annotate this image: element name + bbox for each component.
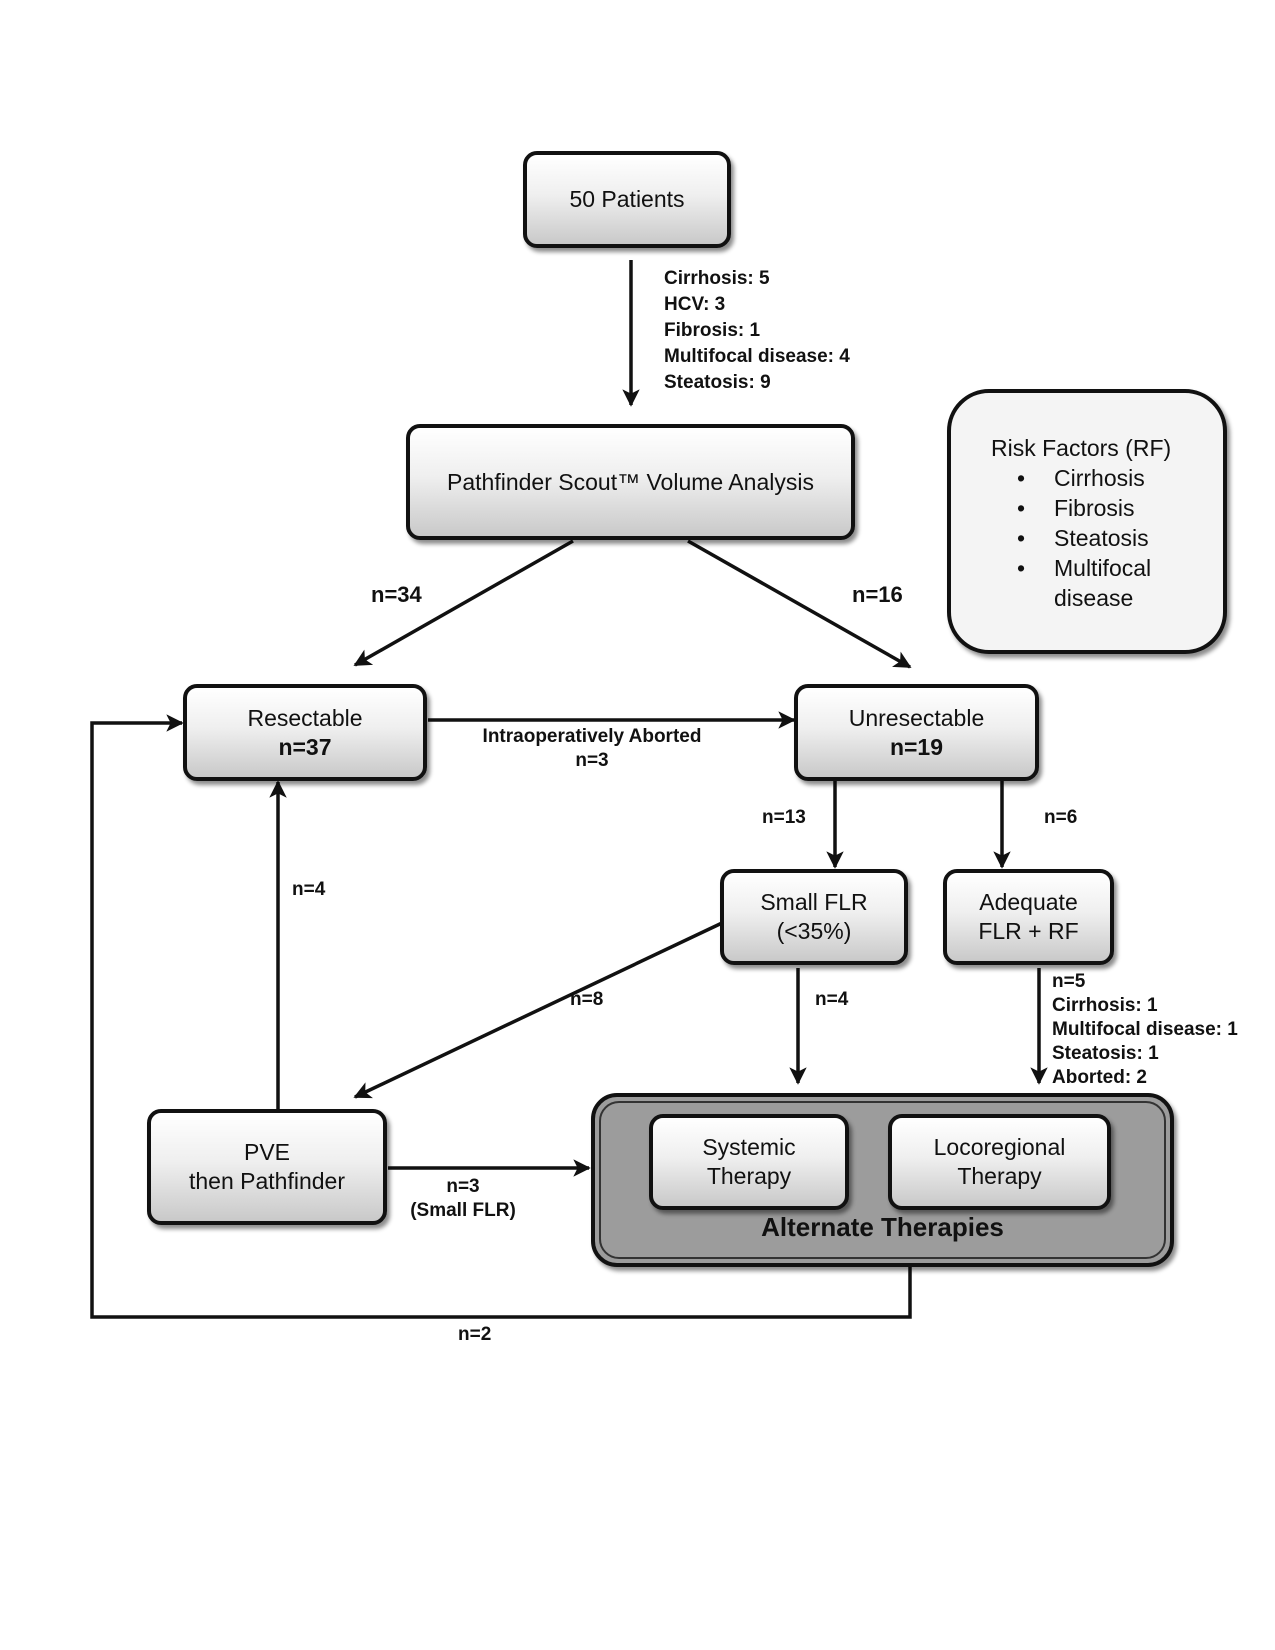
- patient-factor: HCV: 3: [664, 294, 726, 315]
- patient-factors-label: Cirrhosis: 5 HCV: 3 Fibrosis: 1 Multifoc…: [664, 266, 850, 396]
- node-locoregional-therapy-detail: Therapy: [957, 1163, 1042, 1189]
- arrow-pathfinder-to-resectable: [353, 539, 574, 667]
- adequate-factor: Cirrhosis: 1: [1052, 995, 1158, 1016]
- adequate-factors-label: n=5 Cirrhosis: 1 Multifocal disease: 1 S…: [1052, 970, 1238, 1090]
- risk-factor-item: Cirrhosis: [951, 463, 1201, 493]
- node-adequate-flr-label: Adequate: [979, 889, 1078, 915]
- patient-factor: Steatosis: 9: [664, 372, 771, 393]
- node-unresectable-count: n=19: [889, 733, 944, 760]
- node-unresectable: Unresectable n=19: [794, 684, 1039, 781]
- edge-label-pve-small: n=3 (Small FLR): [400, 1175, 526, 1223]
- risk-factor-item: Fibrosis: [951, 493, 1201, 523]
- node-systemic-therapy-detail: Therapy: [706, 1163, 792, 1189]
- node-resectable-label: Resectable: [247, 704, 363, 731]
- edge-label-n2: n=2: [458, 1324, 492, 1345]
- node-pve-detail: then Pathfinder: [188, 1168, 345, 1194]
- arrow-pathfinder-to-unresectable: [687, 539, 912, 669]
- node-resectable: Resectable n=37: [183, 684, 427, 781]
- edge-label-n16: n=16: [852, 582, 903, 607]
- edge-label-n8: n=8: [570, 989, 604, 1010]
- edge-label-n6: n=6: [1044, 807, 1078, 828]
- patient-factor: Cirrhosis: 5: [664, 268, 770, 289]
- node-pathfinder-analysis-label: Pathfinder Scout™ Volume Analysis: [447, 468, 814, 495]
- edge-label-n13: n=13: [762, 807, 806, 828]
- node-systemic-therapy-label: Systemic: [702, 1134, 796, 1160]
- node-resectable-count: n=37: [278, 733, 332, 760]
- adequate-factor: Aborted: 2: [1052, 1067, 1147, 1088]
- edge-label-n34: n=34: [371, 582, 422, 607]
- risk-factors-title: Risk Factors (RF): [991, 435, 1172, 461]
- adequate-factor: Multifocal disease: 1: [1052, 1019, 1238, 1040]
- edge-label-n4-small: n=4: [815, 989, 849, 1010]
- node-50-patients-label: 50 Patients: [569, 186, 685, 212]
- node-pve: PVE then Pathfinder: [147, 1109, 387, 1225]
- node-adequate-flr-detail: FLR + RF: [978, 918, 1079, 944]
- node-50-patients: 50 Patients: [523, 151, 731, 248]
- arrow-small-flr-to-pve: [353, 921, 723, 1099]
- node-systemic-therapy: Systemic Therapy: [649, 1114, 849, 1210]
- risk-factor-item: Multifocal: [951, 553, 1201, 583]
- node-locoregional-therapy: Locoregional Therapy: [888, 1114, 1111, 1210]
- risk-factors-box: Risk Factors (RF) Cirrhosis Fibrosis Ste…: [947, 389, 1227, 654]
- node-small-flr: Small FLR (<35%): [720, 869, 908, 965]
- edge-label-aborted-text: Intraoperatively Aborted: [482, 726, 702, 747]
- node-pve-label: PVE: [243, 1139, 291, 1165]
- adequate-factor: n=5: [1052, 971, 1086, 992]
- node-small-flr-threshold: (<35%): [776, 918, 852, 944]
- alternate-therapies-group: Systemic Therapy Locoregional Therapy Al…: [591, 1093, 1174, 1267]
- node-small-flr-label: Small FLR: [760, 889, 868, 915]
- patient-factor: Multifocal disease: 4: [664, 346, 850, 367]
- node-pathfinder-analysis: Pathfinder Scout™ Volume Analysis: [406, 424, 855, 540]
- node-adequate-flr: Adequate FLR + RF: [943, 869, 1114, 965]
- node-locoregional-therapy-label: Locoregional: [933, 1134, 1066, 1160]
- adequate-factor: Steatosis: 1: [1052, 1043, 1159, 1064]
- edge-label-aborted: Intraoperatively Aborted n=3: [462, 725, 722, 773]
- node-unresectable-label: Unresectable: [848, 704, 985, 731]
- patient-factor: Fibrosis: 1: [664, 320, 761, 341]
- risk-factor-item-continuation: disease: [1054, 585, 1134, 611]
- edge-label-aborted-count: n=3: [575, 750, 609, 771]
- edge-label-n4-pve: n=4: [292, 879, 326, 900]
- alternate-therapies-title: Alternate Therapies: [761, 1212, 1004, 1242]
- risk-factor-item: Steatosis: [951, 523, 1201, 553]
- risk-factors-list: Cirrhosis Fibrosis Steatosis Multifocal: [951, 463, 1201, 583]
- arrow-alternate-to-resectable: [90, 714, 912, 1319]
- edge-label-pve-small-text: (Small FLR): [410, 1200, 516, 1221]
- edge-label-pve-small-count: n=3: [446, 1176, 480, 1197]
